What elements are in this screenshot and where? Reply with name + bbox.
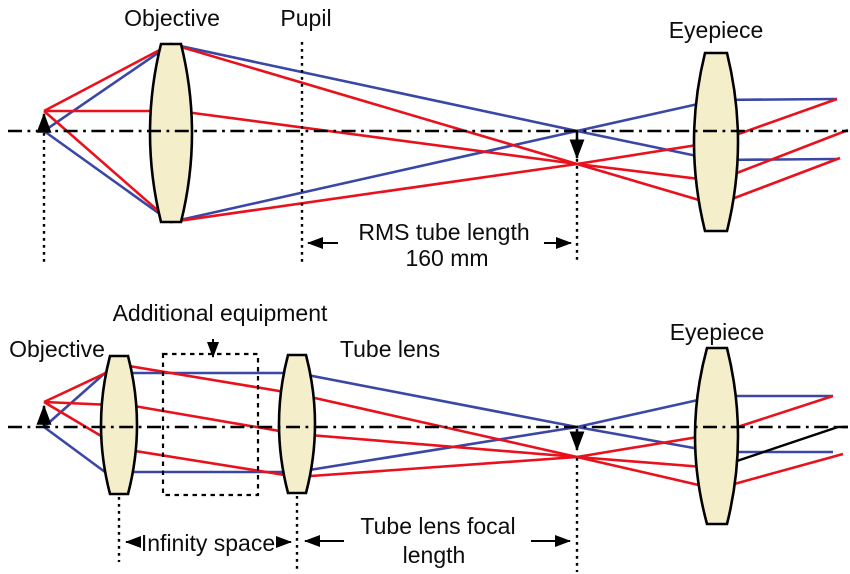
label-objective-bottom: Objective: [9, 336, 105, 362]
eyepiece-lens-bottom: [693, 346, 740, 526]
tube-lens: [277, 353, 317, 495]
label-eyepiece-bottom: Eyepiece: [670, 319, 765, 345]
label-rms-tube-length: RMS tube length: [358, 219, 529, 245]
label-tube-lens-focal: Tube lens focal: [360, 513, 515, 539]
red-lower-marginal-ray-top: [43, 97, 838, 224]
infinity-corrected-diagram: Additional equipment Objective Tube lens…: [8, 300, 848, 572]
objective-lens-top: [148, 42, 194, 224]
red-rays-top: [43, 42, 849, 224]
label-tube-lens-focal-2: length: [403, 542, 466, 568]
objective-lens-bottom: [99, 354, 139, 496]
eyepiece-lens-top: [692, 51, 740, 233]
label-eyepiece-top: Eyepiece: [669, 17, 764, 43]
label-objective-top: Objective: [124, 5, 220, 31]
finite-conjugate-diagram: Objective Pupil Eyepiece RMS tube length…: [8, 5, 849, 271]
label-additional-equipment: Additional equipment: [113, 300, 328, 326]
label-infinity-space: Infinity space: [141, 530, 275, 556]
label-tube-lens: Tube lens: [340, 336, 440, 362]
label-pupil: Pupil: [280, 5, 331, 31]
label-160mm: 160 mm: [405, 245, 488, 271]
